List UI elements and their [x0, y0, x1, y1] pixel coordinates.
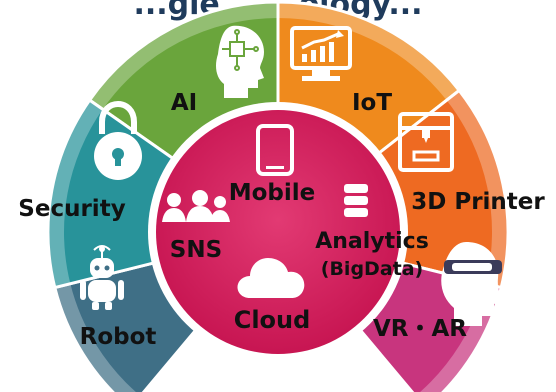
- bigdata-label: (BigData): [321, 258, 423, 280]
- sector-rim-security: [47, 100, 103, 288]
- 3d-printer-icon: [398, 112, 454, 172]
- cloud-label: Cloud: [234, 306, 311, 334]
- database-icon: [344, 184, 368, 217]
- sector-rim-printer: [446, 90, 508, 288]
- vr-headset-icon: [441, 242, 515, 326]
- cloud-icon: [237, 258, 305, 298]
- mobile-label: Mobile: [229, 180, 316, 206]
- sector-rim-ai: [89, 2, 278, 110]
- people-icon: [162, 190, 230, 222]
- ai-label: AI: [171, 90, 197, 116]
- analytics-label: Analytics: [315, 229, 429, 254]
- sector-rim-iot: [278, 2, 460, 101]
- sns-label: SNS: [170, 237, 222, 263]
- center-circle: [156, 110, 400, 354]
- iot-label: IoT: [352, 90, 392, 116]
- robot-icon: [80, 245, 124, 310]
- tablet-icon: [256, 124, 294, 176]
- robot-label: Robot: [80, 324, 157, 350]
- monitor-chart-icon: [290, 26, 352, 81]
- security-label: Security: [18, 196, 125, 222]
- sector-rim-robot: [54, 283, 136, 392]
- head-circuit-icon: [216, 25, 264, 99]
- padlock-icon: [94, 100, 142, 180]
- vr-ar-label: VR・AR: [373, 316, 467, 342]
- 3d-printer-label: 3D Printer: [411, 189, 545, 215]
